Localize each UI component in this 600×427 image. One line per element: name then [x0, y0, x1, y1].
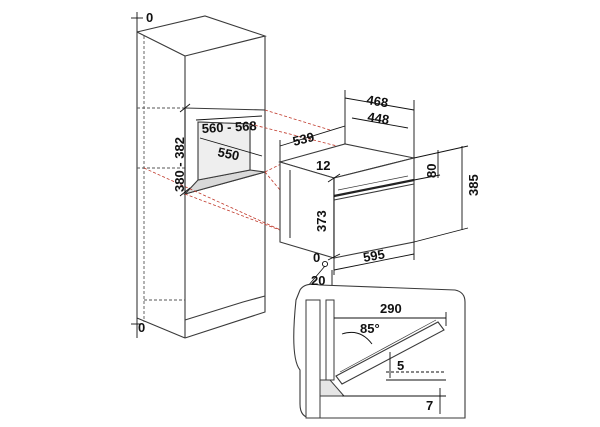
niche-inner-shade	[197, 121, 251, 181]
oven	[278, 143, 415, 259]
oven-door-line	[333, 183, 415, 201]
dimension-lines	[131, 12, 469, 338]
label-detail-length: 290	[380, 301, 402, 316]
front-offset-marker	[321, 260, 329, 268]
label-niche-depth: 550	[216, 144, 240, 163]
cabinet-top	[136, 15, 267, 57]
label-niche-height: 380 - 382	[172, 137, 187, 192]
oven-panel-line	[333, 178, 415, 198]
detail-door-edge	[339, 319, 437, 373]
label-top-gap: 0	[146, 10, 153, 25]
label-oven-depth: 539	[291, 129, 316, 149]
detail-oven-body	[325, 299, 335, 381]
tall-cabinet	[136, 15, 267, 339]
label-niche-width: 560 - 568	[201, 118, 257, 136]
cabinet-plinth	[184, 296, 266, 339]
label-front-width: 595	[362, 246, 386, 265]
label-detail-gap-bottom: 7	[426, 398, 433, 413]
oven-side	[279, 161, 335, 259]
label-detail-gap-small: 5	[397, 358, 404, 373]
cabinet-bottom-left	[136, 317, 186, 339]
label-panel-offset: 12	[316, 158, 330, 173]
label-bottom-gap: 0	[138, 320, 145, 335]
oven-handle-top	[337, 175, 409, 191]
label-front-offset: 0	[313, 250, 320, 265]
label-oven-width-outer: 468	[366, 92, 390, 110]
label-detail-angle: 85°	[360, 321, 380, 336]
detail-wall	[305, 299, 321, 419]
label-body-height: 373	[314, 210, 329, 232]
detail-angle-arc	[341, 331, 373, 345]
label-total-height: 385	[466, 174, 481, 196]
label-oven-width-inner: 448	[367, 109, 391, 127]
label-side-gap: 20	[311, 273, 325, 288]
detail-callout	[293, 283, 466, 419]
cabinet-hidden-edges	[137, 36, 185, 322]
label-panel-height: 80	[424, 164, 439, 178]
cabinet-plinth-front	[184, 295, 266, 321]
